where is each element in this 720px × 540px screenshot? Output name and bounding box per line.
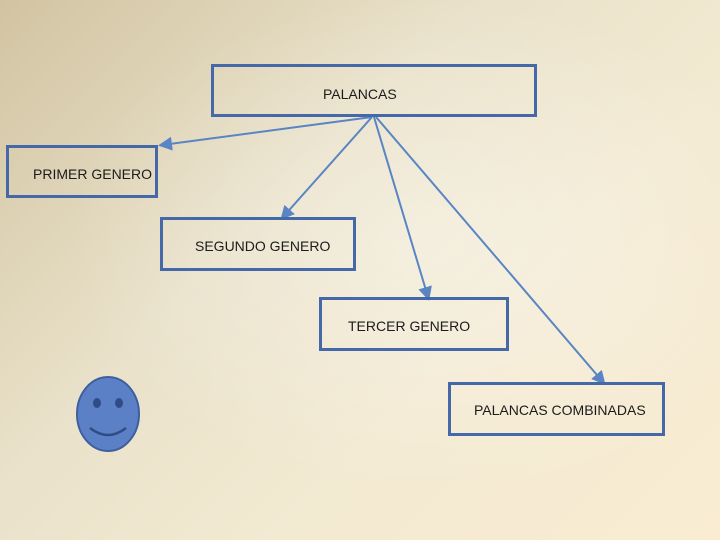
node-primer-genero: PRIMER GENERO (6, 145, 158, 198)
node-segundo-genero-label: SEGUNDO GENERO (195, 238, 331, 254)
smiley-mouth (89, 426, 127, 437)
connector-to-primer-genero (158, 116, 373, 151)
smiley-right-eye (115, 398, 123, 408)
node-palancas-combinadas-label: PALANCAS COMBINADAS (474, 402, 646, 418)
connector-to-palancas-combinadas (375, 116, 606, 386)
smiley-face-icon (76, 376, 140, 452)
node-tercer-genero-label: TERCER GENERO (348, 318, 471, 334)
smiley-left-eye (93, 398, 101, 408)
smiley-face-circle (76, 376, 140, 452)
connector-to-tercer-genero (373, 116, 432, 301)
connector-to-segundo-genero (280, 116, 373, 220)
node-palancas-label: PALANCAS (323, 86, 397, 102)
node-palancas-combinadas: PALANCAS COMBINADAS (448, 382, 665, 436)
node-segundo-genero: SEGUNDO GENERO (160, 217, 356, 271)
node-primer-genero-label: PRIMER GENERO (33, 166, 153, 182)
node-tercer-genero: TERCER GENERO (319, 297, 509, 351)
node-palancas: PALANCAS (211, 64, 537, 117)
